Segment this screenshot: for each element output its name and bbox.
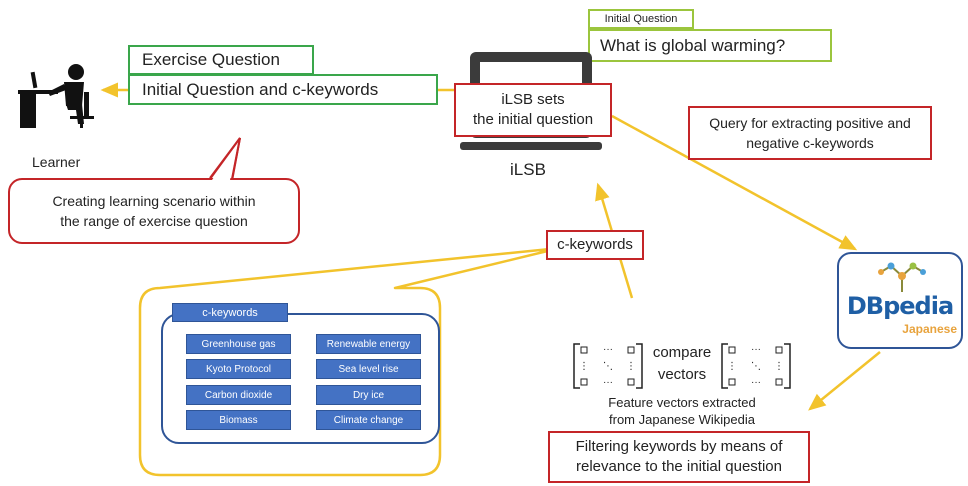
svg-text:⋮: ⋮ — [626, 361, 636, 372]
vector-caption: Feature vectors extracted from Japanese … — [584, 394, 780, 428]
arrow-to-filtering — [808, 351, 881, 411]
initial-question-text: What is global warming? — [600, 35, 786, 55]
query-box: Query for extracting positive and negati… — [688, 106, 932, 160]
dbpedia-box: DBpedia Japanese — [837, 252, 963, 349]
keyword-panel-title: c-keywords — [172, 303, 288, 322]
compare-line2: vectors — [657, 366, 707, 383]
keyword-left-3: Biomass — [186, 410, 291, 430]
svg-text:⋮: ⋮ — [774, 361, 784, 372]
ilsb-sets-box: iLSB sets the initial question — [454, 83, 612, 137]
learner-label: Learner — [32, 154, 81, 170]
vector-caption-line2: from Japanese Wikipedia — [609, 412, 755, 427]
scenario-line2: the range of exercise question — [60, 213, 248, 229]
keyword-right-0: Renewable energy — [316, 334, 421, 354]
svg-text:···: ··· — [603, 377, 613, 388]
ilsb-sets-line1: iLSB sets — [501, 91, 565, 108]
ilsb-label: iLSB — [510, 160, 546, 179]
dbpedia-subtitle: Japanese — [902, 322, 957, 336]
initial-and-keywords-text: Initial Question and c-keywords — [142, 79, 379, 99]
initial-question-tag: Initial Question — [588, 9, 694, 29]
scenario-callout: Creating learning scenario within the ra… — [8, 178, 300, 244]
filtering-line1: Filtering keywords by means of — [575, 438, 783, 455]
filtering-line2: relevance to the initial question — [576, 458, 782, 475]
arrow-to-dbpedia — [611, 114, 858, 251]
filtering-box: Filtering keywords by means of relevance… — [548, 431, 810, 483]
keyword-left-2: Carbon dioxide — [186, 385, 291, 405]
scenario-callout-pointer — [209, 137, 241, 182]
keyword-right-2: Dry ice — [316, 385, 421, 405]
dbpedia-graph-icon — [878, 262, 926, 292]
ckeywords-label: c-keywords — [557, 236, 633, 253]
compare-line1: compare — [652, 344, 712, 361]
svg-text:···: ··· — [751, 344, 761, 355]
vector-caption-line1: Feature vectors extracted — [608, 395, 756, 410]
scenario-line1: Creating learning scenario within — [52, 193, 256, 209]
matrix-left-icon: ··· ··· ⋮ ⋮ ⋱ — [573, 343, 643, 389]
compare-vectors-text: compare vectors — [644, 342, 720, 386]
svg-text:···: ··· — [751, 377, 761, 388]
svg-text:···: ··· — [603, 344, 613, 355]
keyword-left-0: Greenhouse gas — [186, 334, 291, 354]
svg-text:⋮: ⋮ — [579, 361, 589, 372]
matrix-right-icon: ··· ··· ⋮ ⋮ ⋱ — [721, 343, 791, 389]
vector-comparison: ··· ··· ⋮ ⋮ ⋱ compare vectors ··· ··· ⋮ … — [572, 340, 794, 392]
dbpedia-title: DBpedia — [846, 292, 954, 320]
initial-and-keywords-box: Initial Question and c-keywords — [128, 74, 438, 105]
keyword-left-1: Kyoto Protocol — [186, 359, 291, 379]
svg-text:⋱: ⋱ — [751, 361, 761, 372]
ckeywords-box: c-keywords — [546, 230, 644, 260]
exercise-question-box: Exercise Question — [128, 45, 314, 75]
query-line1: Query for extracting positive and — [709, 115, 911, 131]
ilsb-sets-line2: the initial question — [472, 111, 594, 128]
initial-question-box: What is global warming? — [588, 29, 832, 62]
keyword-right-3: Climate change — [316, 410, 421, 430]
query-line2: negative c-keywords — [746, 135, 874, 151]
svg-text:⋱: ⋱ — [603, 361, 613, 372]
learner-icon — [18, 62, 98, 132]
keyword-right-1: Sea level rise — [316, 359, 421, 379]
exercise-question-text: Exercise Question — [142, 50, 280, 69]
svg-text:⋮: ⋮ — [727, 361, 737, 372]
